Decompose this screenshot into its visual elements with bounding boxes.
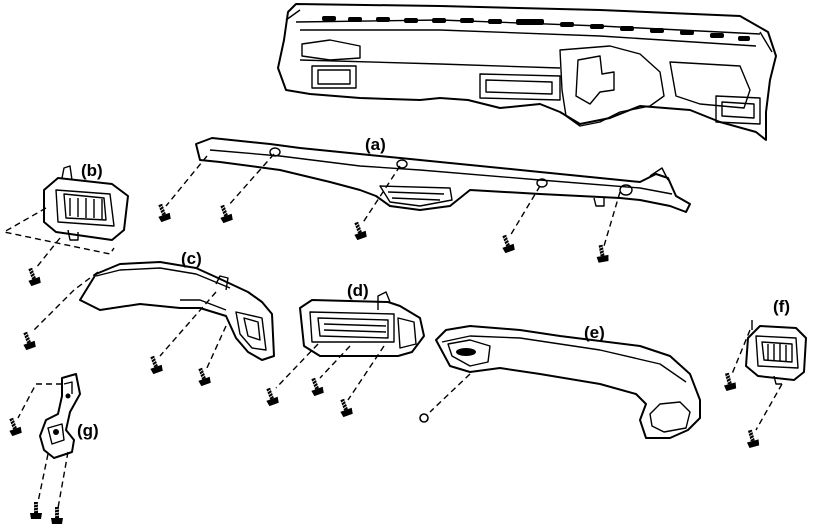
instrument-panel (277, 3, 777, 141)
right-side-vent-f (745, 320, 807, 385)
screw-icon (307, 376, 326, 397)
screw-icon (29, 501, 43, 520)
screw-icon (19, 330, 38, 351)
duct-a-screws (154, 202, 610, 264)
duct-c-screw-leaders (31, 271, 227, 371)
label-e: (e) (584, 323, 605, 342)
duct-a-screw-leaders (165, 153, 621, 247)
label-a: (a) (365, 135, 386, 154)
left-lateral-duct-c (79, 261, 275, 361)
center-duct-a (195, 137, 691, 213)
duct-e-screw-leader (429, 373, 471, 413)
center-vent-d (299, 291, 425, 357)
screw-icon (146, 354, 165, 375)
screw-icon (350, 220, 369, 241)
bracket-g (39, 373, 81, 459)
screw-icon (743, 428, 761, 449)
screw-icon (262, 386, 281, 407)
left-side-vent-b (43, 165, 129, 241)
label-b: (b) (81, 161, 103, 180)
screw-icon (50, 506, 64, 524)
screw-icon (336, 397, 355, 418)
vent-b-mounting-outline (2, 207, 115, 269)
bracket-g-leaders (17, 383, 69, 509)
label-g: (g) (77, 421, 99, 440)
vent-d-screw-leaders (275, 343, 385, 401)
right-lateral-duct-e (435, 325, 701, 439)
clip-icon (419, 413, 429, 423)
screw-icon (216, 203, 235, 224)
screw-icon (194, 366, 213, 387)
label-c: (c) (181, 249, 202, 268)
screw-icon (5, 416, 24, 437)
screw-icon (498, 233, 517, 254)
label-f: (f) (773, 297, 790, 316)
label-d: (d) (347, 281, 369, 300)
screw-icon (594, 243, 610, 264)
screw-icon (24, 266, 43, 287)
duct-c-screws (19, 330, 213, 387)
vent-d-screws (262, 376, 355, 418)
vent-f-screw-leaders (731, 329, 783, 431)
screw-icon (720, 371, 738, 392)
vent-f-screws (720, 371, 761, 449)
panel-vent-slots (322, 16, 750, 41)
screw-icon (154, 202, 173, 223)
